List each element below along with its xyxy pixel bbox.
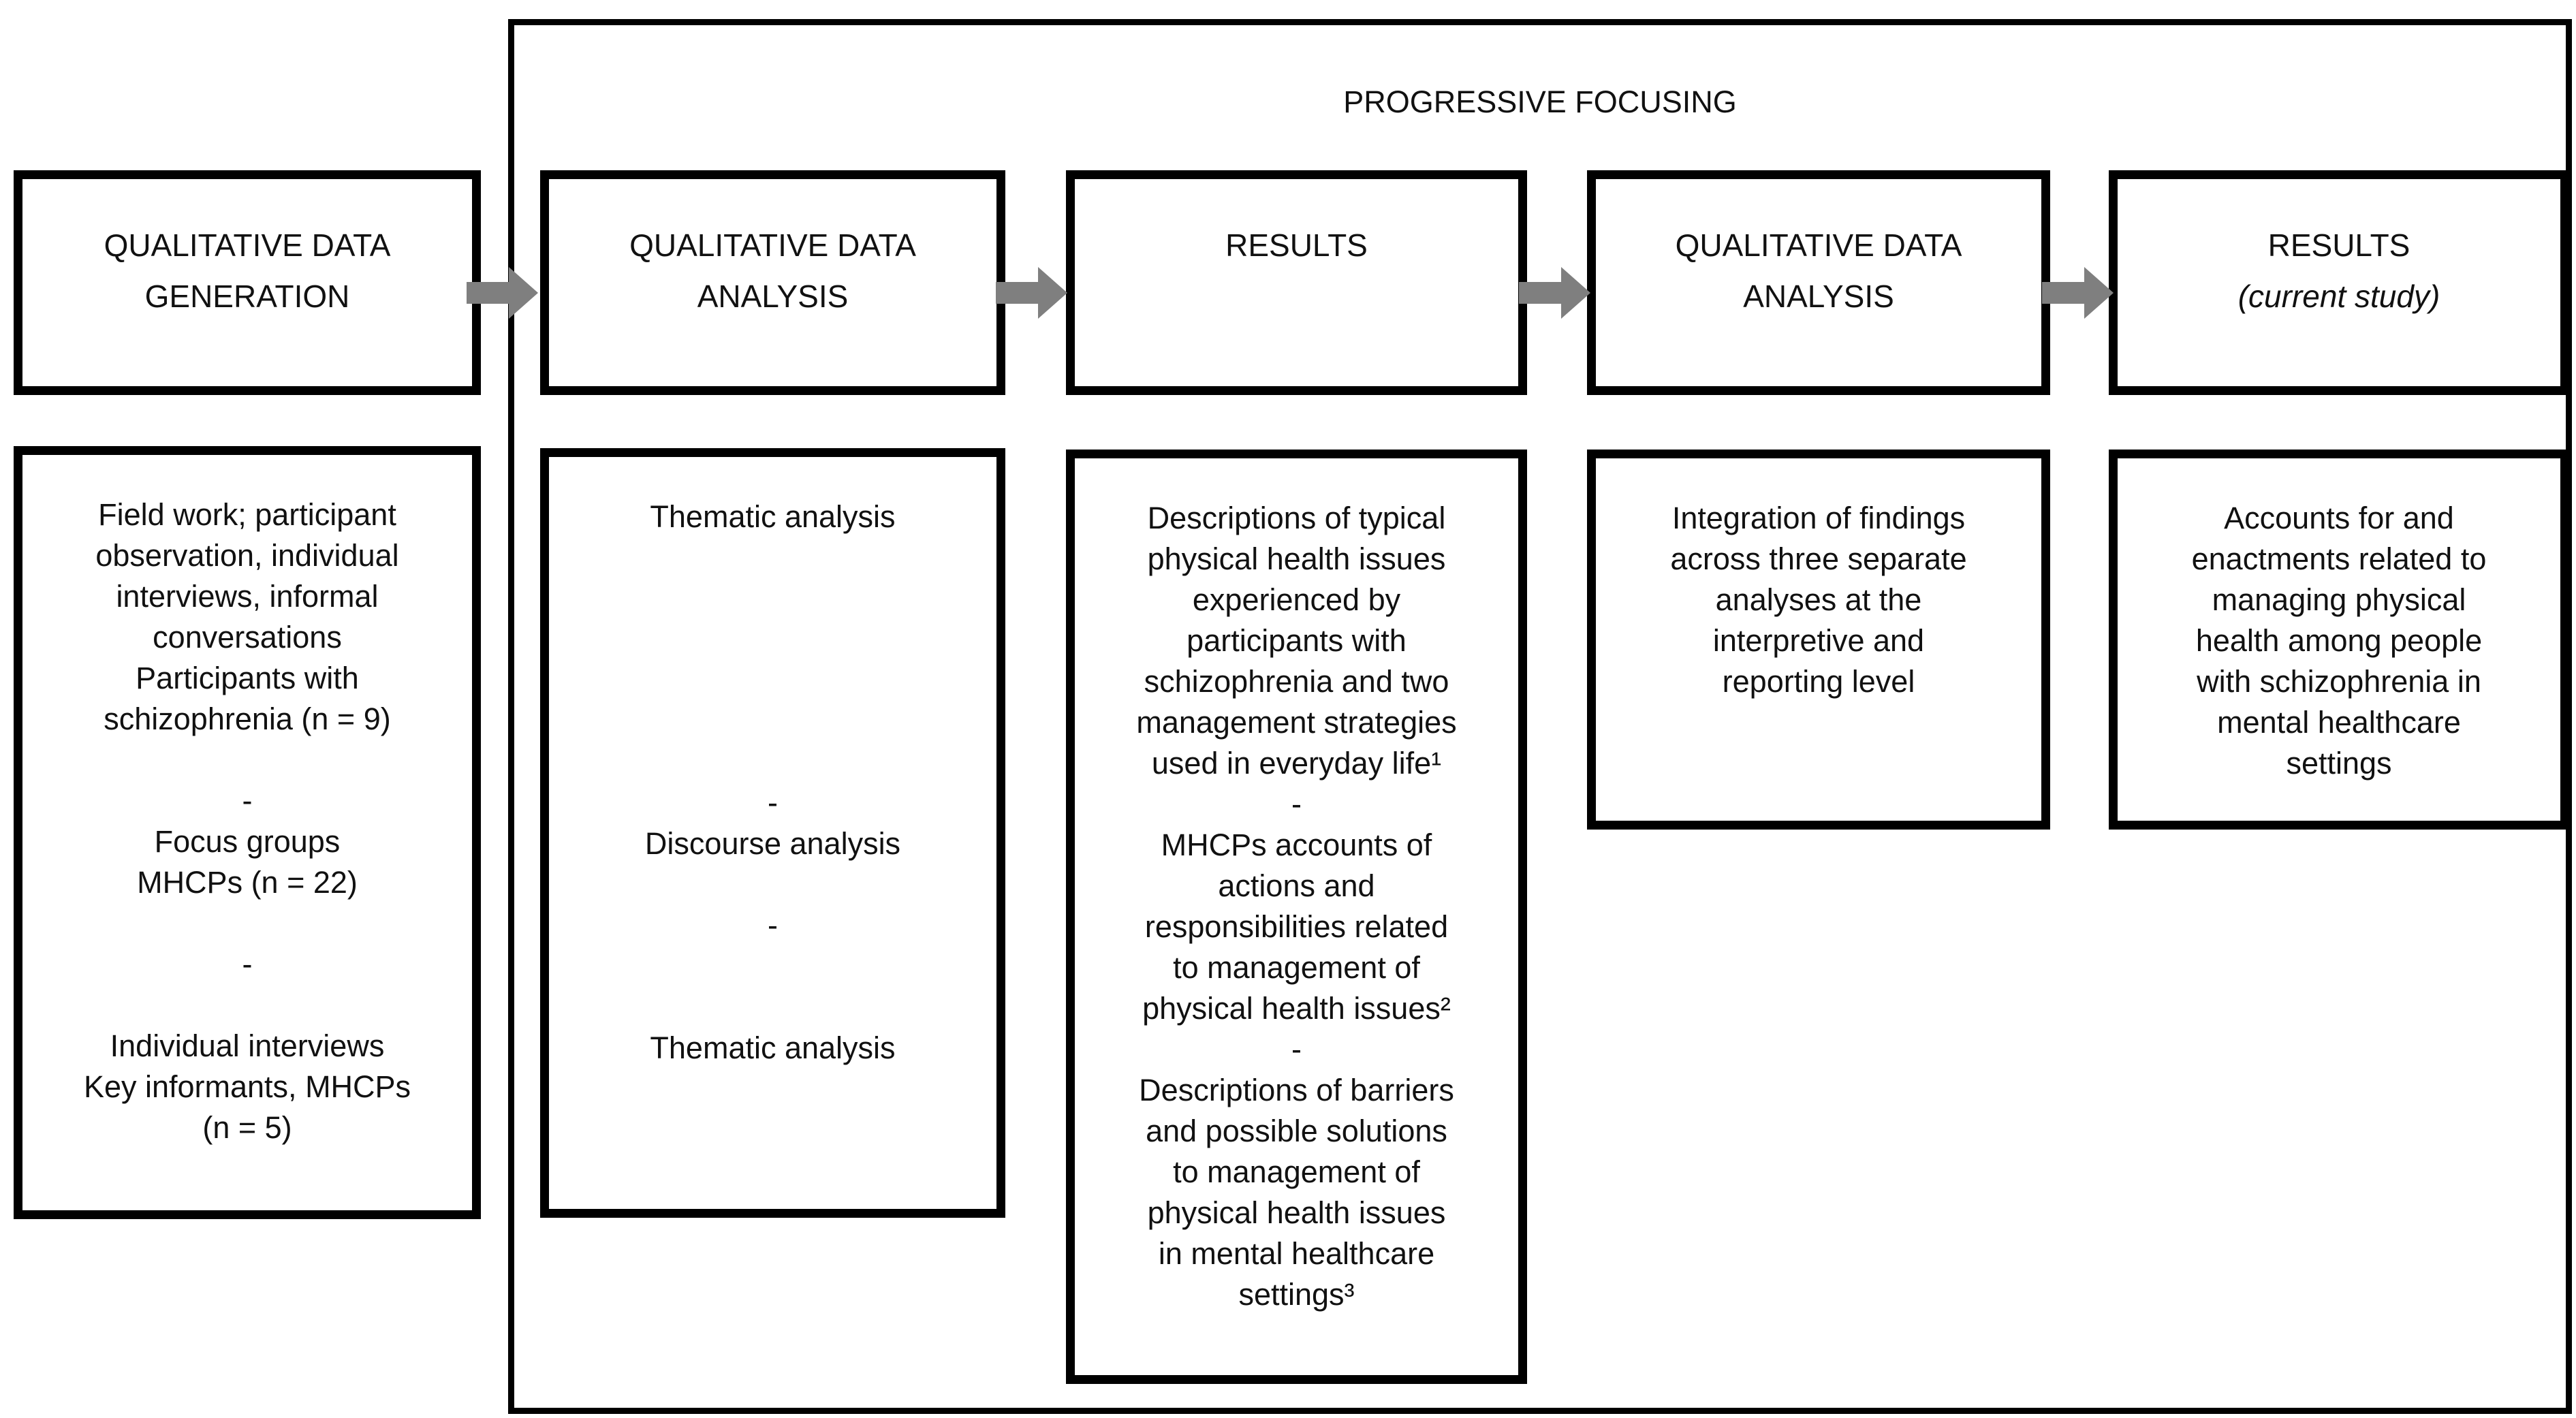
- arrow-right-icon-4: [2042, 267, 2114, 319]
- content-text-analysis-2: Integration of findings across three sep…: [1670, 501, 1967, 699]
- header-line1: QUALITATIVE DATA: [104, 227, 391, 263]
- content-text-results-1: Descriptions of typical physical health …: [1136, 501, 1457, 1312]
- header-text: QUALITATIVE DATA ANALYSIS: [549, 179, 996, 322]
- content-box-results-1: Descriptions of typical physical health …: [1066, 450, 1527, 1384]
- header-line2: ANALYSIS: [697, 279, 849, 314]
- header-box-qualitative-data-analysis-2: QUALITATIVE DATA ANALYSIS: [1587, 170, 2050, 395]
- content-box-qualitative-data-generation: Field work; participant observation, ind…: [14, 446, 481, 1219]
- header-line2-current-study: (current study): [2237, 279, 2440, 314]
- arrow-right-icon-1: [467, 267, 538, 319]
- arrow-right-icon-3: [1519, 267, 1590, 319]
- content-box-qualitative-data-analysis-1: Thematic analysis - Discourse analysis -…: [540, 448, 1005, 1218]
- content-box-qualitative-data-analysis-2: Integration of findings across three sep…: [1587, 450, 2050, 830]
- header-box-qualitative-data-analysis-1: QUALITATIVE DATA ANALYSIS: [540, 170, 1005, 395]
- header-line2: ANALYSIS: [1743, 279, 1894, 314]
- header-line1: QUALITATIVE DATA: [1675, 227, 1962, 263]
- arrow-right-icon-2: [996, 267, 1067, 319]
- progressive-focusing-title: PROGRESSIVE FOCUSING: [1343, 84, 1737, 119]
- content-box-results-current-study: Accounts for and enactments related to m…: [2109, 450, 2569, 830]
- header-text: QUALITATIVE DATA GENERATION: [22, 179, 472, 322]
- header-text: RESULTS: [1075, 179, 1518, 271]
- header-line1: RESULTS: [2267, 227, 2410, 263]
- header-box-qualitative-data-generation: QUALITATIVE DATA GENERATION: [14, 170, 481, 395]
- content-text-data-generation: Field work; participant observation, ind…: [83, 497, 411, 1145]
- header-line2: GENERATION: [144, 279, 350, 314]
- header-text: QUALITATIVE DATA ANALYSIS: [1596, 179, 2041, 322]
- content-text-analysis-1: Thematic analysis - Discourse analysis -…: [644, 499, 901, 1065]
- header-line1: RESULTS: [1225, 227, 1368, 263]
- content-text-results-current-study: Accounts for and enactments related to m…: [2191, 501, 2487, 781]
- header-text: RESULTS (current study): [2118, 179, 2560, 322]
- header-line1: QUALITATIVE DATA: [629, 227, 916, 263]
- header-box-results-current-study: RESULTS (current study): [2109, 170, 2569, 395]
- header-box-results-1: RESULTS: [1066, 170, 1527, 395]
